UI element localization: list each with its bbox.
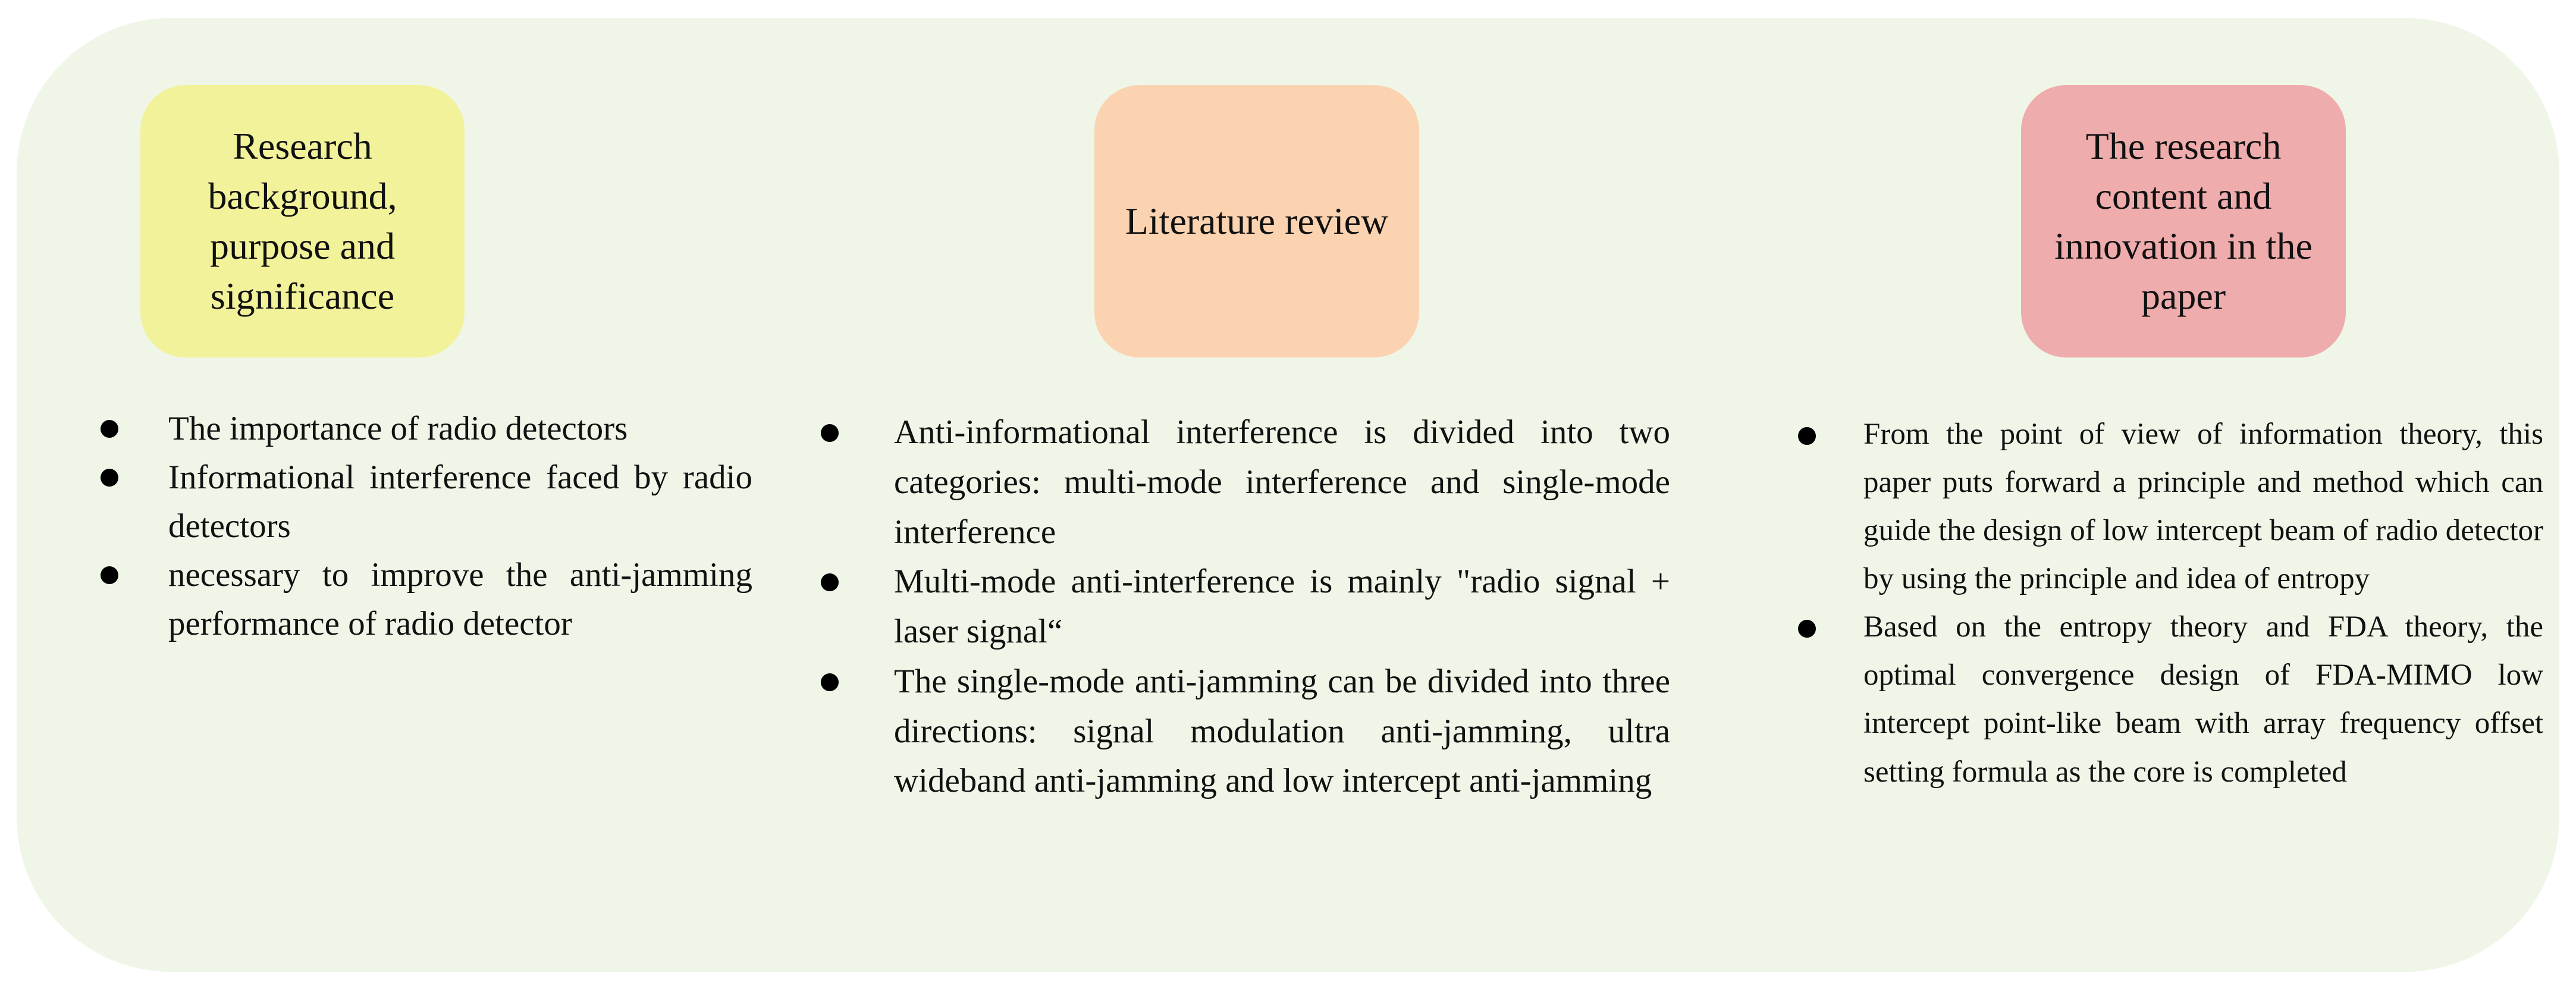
bullet-text: Informational interference faced by radi… xyxy=(168,459,752,545)
bullet-text: Multi-mode anti-interference is mainly "… xyxy=(894,563,1670,651)
bullet-item: The single-mode anti-jamming can be divi… xyxy=(821,657,1670,806)
bullet-dot-icon xyxy=(101,469,118,487)
header-literature-review: Literature review xyxy=(1094,85,1419,357)
bullet-item: Anti-informational interference is divid… xyxy=(821,407,1670,557)
bullet-item: necessary to improve the anti-jamming pe… xyxy=(101,551,752,648)
bullet-item: The importance of radio detectors xyxy=(101,404,752,453)
bullet-text: From the point of view of information th… xyxy=(1863,418,2543,596)
bullet-dot-icon xyxy=(101,420,118,438)
column-literature-review: Literature review Anti-informational int… xyxy=(790,18,1718,972)
bullet-list-literature-review: Anti-informational interference is divid… xyxy=(821,407,1670,806)
bullet-item: Based on the entropy theory and FDA theo… xyxy=(1798,603,2543,796)
diagram-panel: Research background, purpose and signifi… xyxy=(17,18,2559,972)
column-research-content: The research content and innovation in t… xyxy=(1753,18,2559,972)
bullet-dot-icon xyxy=(821,573,839,592)
bullet-item: Informational interference faced by radi… xyxy=(101,453,752,551)
header-research-background: Research background, purpose and signifi… xyxy=(140,85,465,357)
bullet-dot-icon xyxy=(1798,620,1816,638)
bullet-dot-icon xyxy=(1798,427,1816,445)
bullet-text: Based on the entropy theory and FDA theo… xyxy=(1863,610,2543,789)
bullet-dot-icon xyxy=(821,424,839,442)
bullet-list-research-background: The importance of radio detectors Inform… xyxy=(101,404,752,648)
bullet-dot-icon xyxy=(101,566,118,585)
bullet-text: Anti-informational interference is divid… xyxy=(894,413,1670,551)
bullet-text: The single-mode anti-jamming can be divi… xyxy=(894,662,1670,800)
bullet-list-research-content: From the point of view of information th… xyxy=(1798,410,2543,796)
bullet-item: From the point of view of information th… xyxy=(1798,410,2543,603)
header-research-content: The research content and innovation in t… xyxy=(2021,85,2346,357)
bullet-dot-icon xyxy=(821,673,839,691)
column-research-background: Research background, purpose and signifi… xyxy=(17,18,849,972)
bullet-text: necessary to improve the anti-jamming pe… xyxy=(168,556,752,643)
bullet-item: Multi-mode anti-interference is mainly "… xyxy=(821,557,1670,657)
bullet-text: The importance of radio detectors xyxy=(168,410,628,447)
